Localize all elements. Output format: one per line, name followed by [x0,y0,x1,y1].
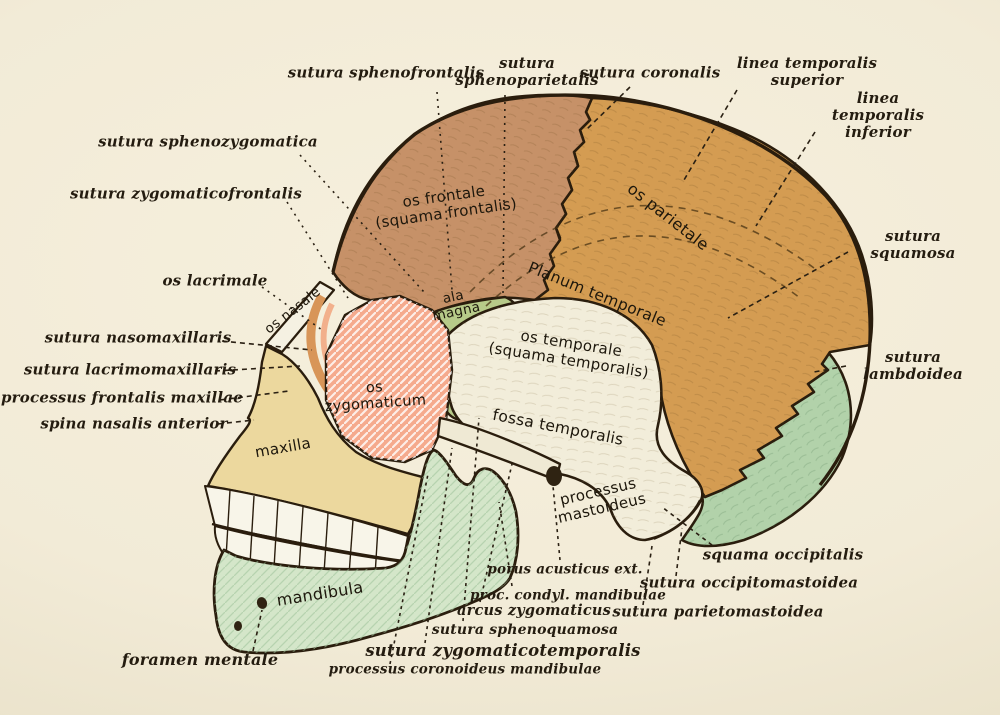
leader-lines [214,86,849,665]
leader-sutura-sphenoquamosa [462,417,480,622]
mandible-hatch [214,450,518,654]
leader-sutura-nasomaxillaris [221,340,313,351]
occipital-texture [682,352,851,546]
leader-processus-frontalis-maxillae [219,390,290,401]
zygomatic-hatch [326,296,452,462]
temporal-lines [469,204,815,307]
foramen-dot-small [234,621,242,631]
leader-sutura-lambdoidea [813,365,847,373]
leader-sutura-parietomastoidea [642,545,653,606]
leader-processus-coronoideus [389,473,429,665]
bone-maxilla [206,344,432,536]
orbit-rim [306,293,334,395]
foramen-mentale [256,597,268,609]
leader-sutura-sphenoparietalis [502,94,506,294]
leader-sutura-zygomaticofrontalis [286,201,349,299]
sutura-occipitomastoidea-line [653,499,701,540]
leader-linea-temporalis-inferior [755,131,816,227]
leader-sutura-occipitomastoidea [675,527,683,577]
leader-os-lacrimale [261,286,323,331]
leader-proc-condyl-mandibulae [498,501,513,587]
leader-sutura-sphenofrontalis [436,91,453,291]
leader-sutura-coronalis [585,86,631,131]
skull-dome-outline [331,93,872,487]
temporal-texture [444,298,703,540]
linea-temporalis-superior-line [469,204,815,293]
leader-sutura-sphenozygomatica [299,154,425,293]
leader-squama-occipitalis [661,506,713,546]
linea-temporalis-inferior-line [485,235,801,307]
leader-sutura-squamosa [727,251,849,319]
parietal-texture [535,98,872,497]
porus-acusticus-ext [546,466,562,486]
leader-arcus-zygomaticus [479,463,513,603]
leader-foramen-mentale [252,609,263,652]
leader-spina-nasalis-anterior [217,419,255,425]
leader-sutura-zygomaticotemporalis [424,447,453,644]
leader-porus-acusticus [552,485,561,561]
